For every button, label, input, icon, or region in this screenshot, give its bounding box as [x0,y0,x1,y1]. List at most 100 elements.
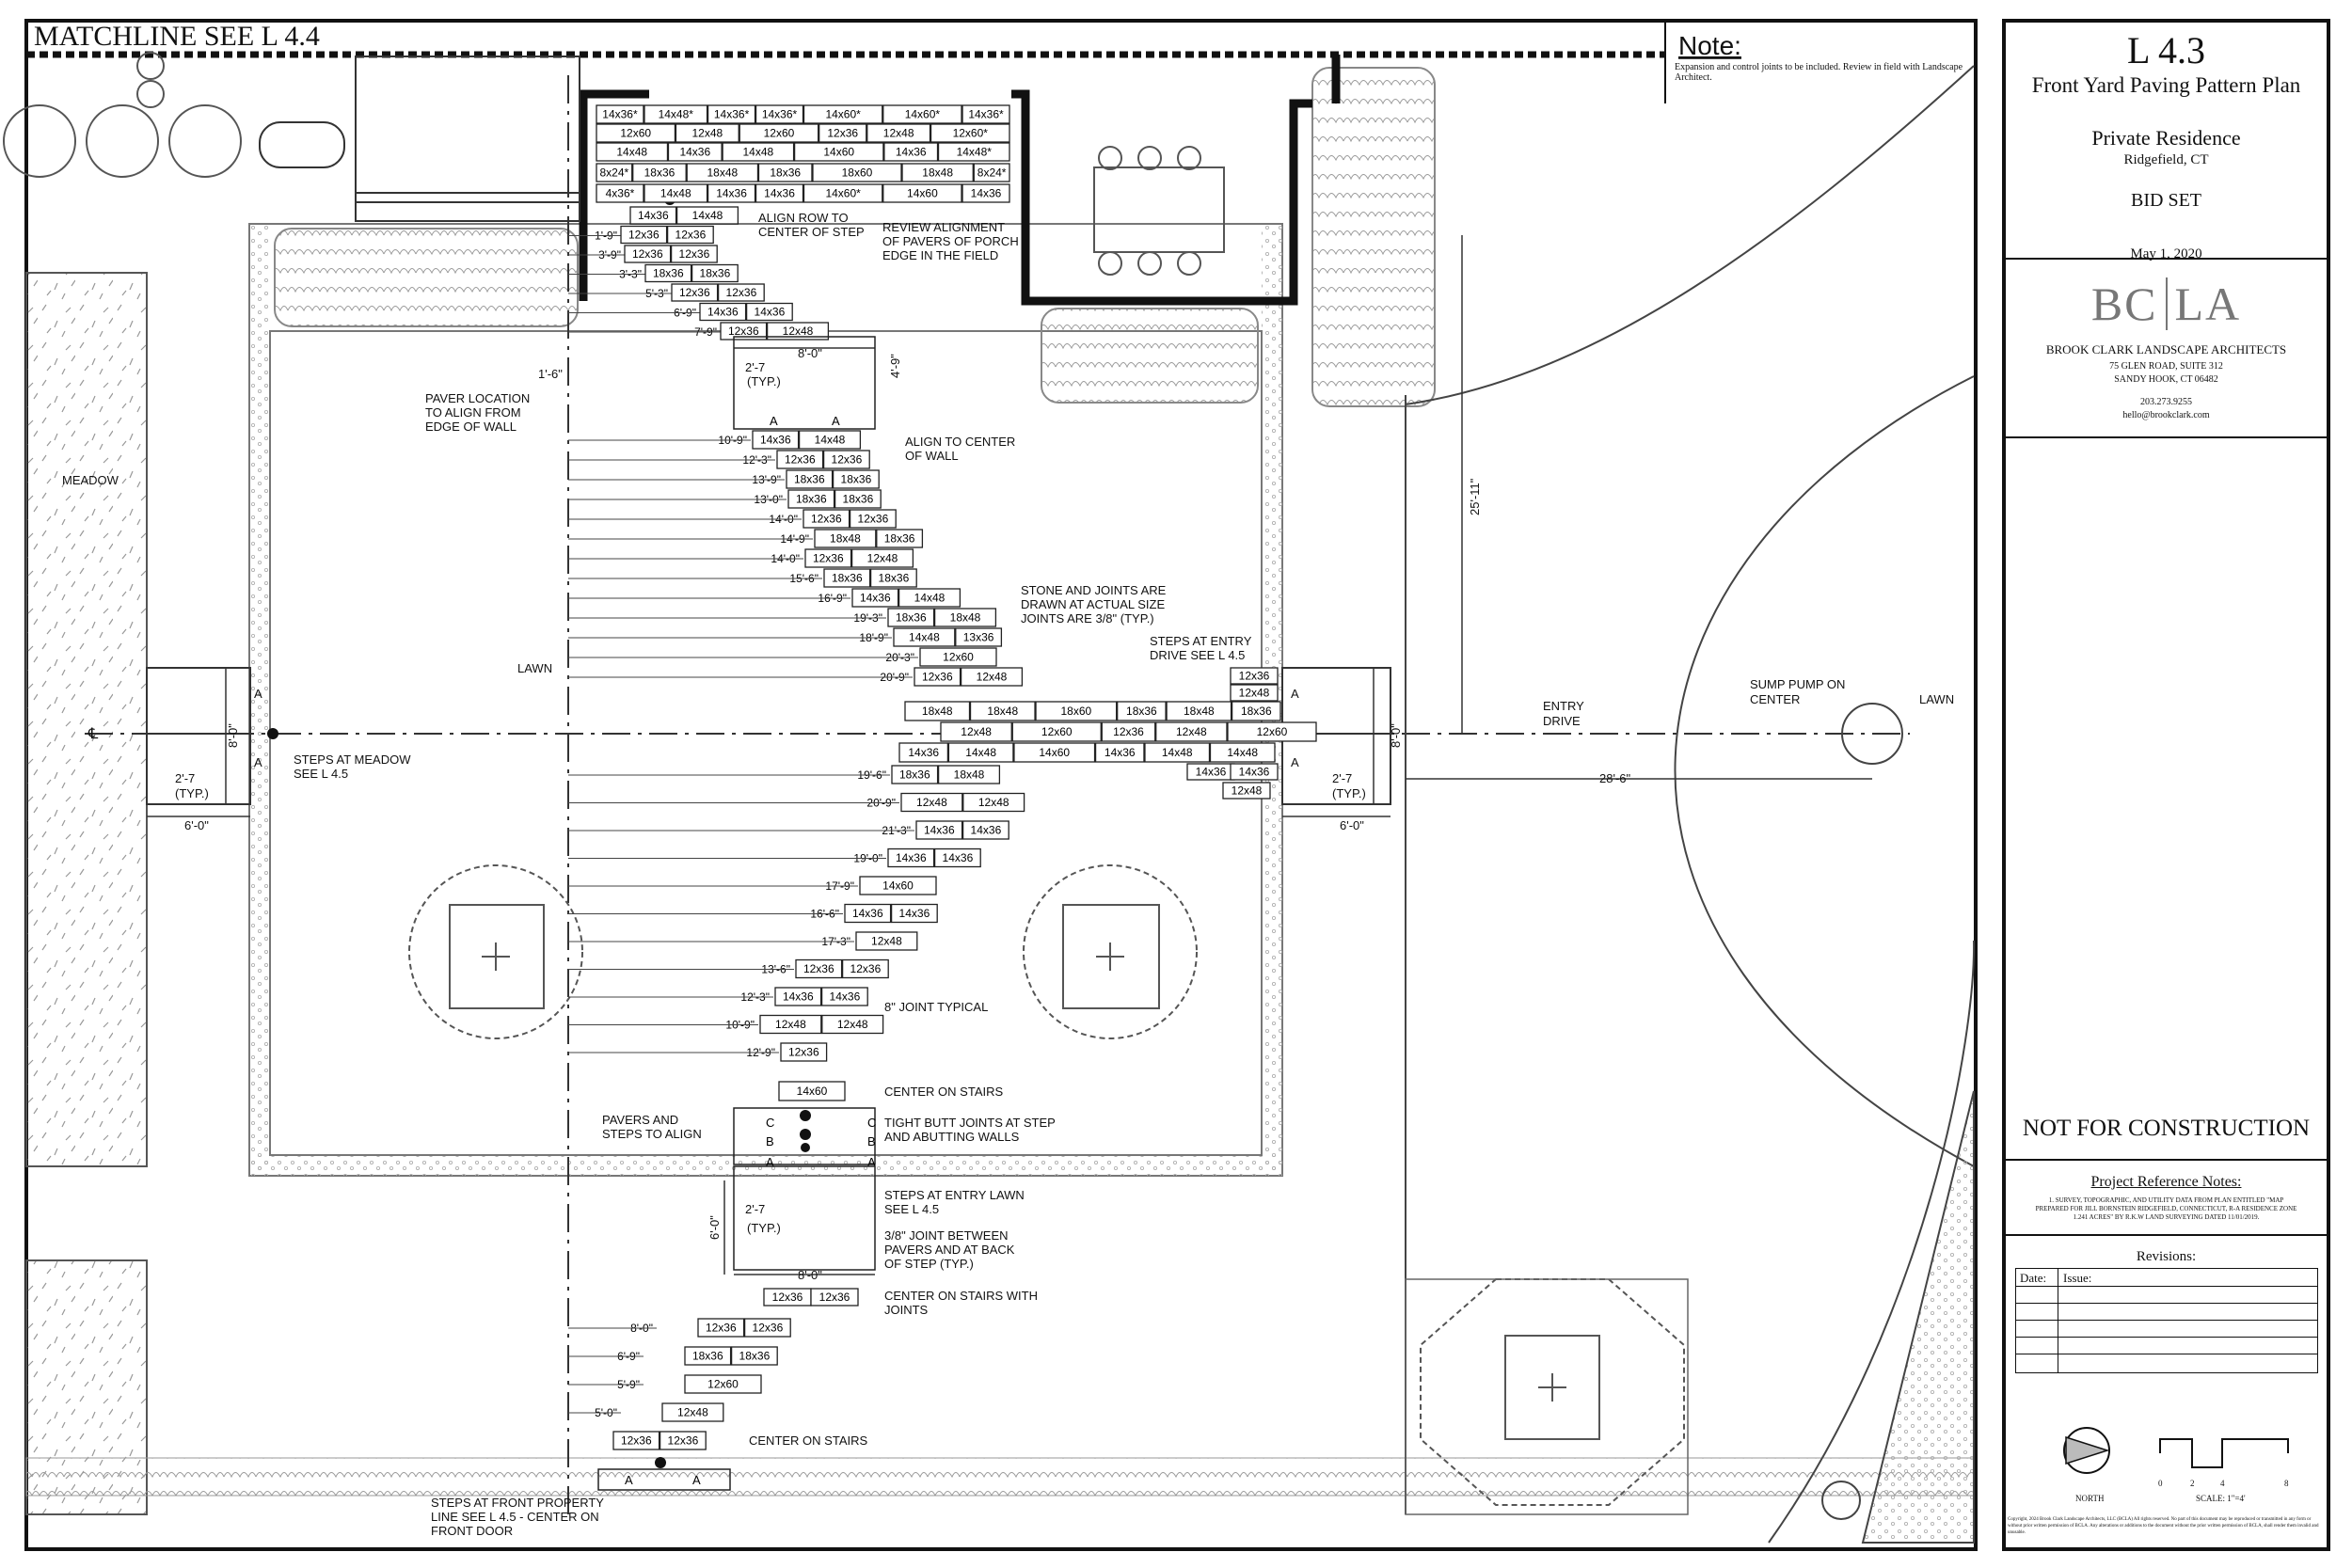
firm-email[interactable]: hello@brookclark.com [2122,410,2210,420]
front-steps-note-3: FRONT DOOR [431,1524,513,1538]
dim-8-top: 8'-0" [798,346,822,360]
paver-size-label: 12x48 [978,796,1009,809]
paver-size-label: 12x36 [621,1434,652,1448]
porch-paver [757,163,813,182]
paver-size-label: 14x36 [716,187,747,200]
shrub-bed [1311,67,1436,407]
paver-size-label: 14x36 [1104,746,1136,759]
paver-size-label: 18x36 [653,267,684,280]
paver-size-label: 12x36 [803,962,834,975]
cross-paver [1094,742,1145,763]
walk-paver [774,987,822,1006]
paver-size-label: 12x36 [706,1322,737,1335]
porch-paver [644,104,708,124]
paver-location-note: PAVER LOCATION [425,391,530,405]
walk-paver [644,263,692,283]
walk-paver [887,847,935,868]
firm-phone: 203.273.9255 [2140,397,2192,407]
porch-paver [930,123,1010,143]
align-row-note-2: CENTER OF STEP [758,225,865,239]
paver-size-label: 18x48 [954,768,985,782]
front-walk-paver [684,1374,762,1394]
porch-paver [793,142,884,162]
reference-notes-text: 1. SURVEY, TOPOGRAPHIC, AND UTILITY DATA… [2035,1196,2297,1221]
porch-paver [882,104,962,124]
svg-text:2: 2 [2190,1479,2195,1488]
entry-lawn-steps-lower [733,1165,876,1271]
lawn-steps-note-2: SEE L 4.5 [884,1202,939,1216]
paver-size-label: 12x48 [871,935,902,948]
paver-size-label: 14x48 [1227,746,1258,759]
paver-size-label: 14x36 [860,592,891,605]
dim-typ-top: (TYP.) [747,374,781,388]
walk-paver [820,987,868,1006]
firm-name: BROOK CLARK LANDSCAPE ARCHITECTS [2045,342,2287,356]
paver-size-label: 12x48 [883,127,914,140]
walk-paver [821,1014,884,1035]
paver-size-label: 13x36 [963,631,994,644]
meadow-steps-note-2: SEE L 4.5 [294,767,348,781]
paver-size-label: 12x48 [783,325,814,338]
paver-size-label: 18x36 [899,768,930,782]
walk-paver [798,430,862,450]
porch-paver [901,163,974,182]
paver-size-label: 14x36 [707,306,739,319]
walk-paver [876,529,924,548]
step-letter: A [766,1155,774,1169]
paver-size-label: 12x36 [679,286,710,299]
paver-size-label: 8x24* [600,166,629,180]
walk-paver [699,302,747,322]
paver-size-label: 14x36 [899,907,930,920]
front-walk-paver [697,1318,745,1338]
lawn-label-right: LAWN [1919,692,1954,706]
paver-size-label: 18x48 [922,705,953,718]
cross-paver [904,701,971,721]
cross-paver [1101,721,1156,742]
paver-size-label: 12x36 [827,127,858,140]
shrub-bed [1041,308,1259,404]
cross-paver [1166,701,1232,721]
house-walls [579,55,1341,306]
paver-size-label: 14x48* [659,108,694,121]
cross-paver [1035,701,1118,721]
joint-note-2: PAVERS AND AT BACK [884,1243,1015,1257]
paver-size-label: 12x60* [953,127,989,140]
paver-size-label: 14x36 [638,209,669,222]
paver-size-label: 18x36 [770,166,801,180]
paver-size-label: 18x36 [884,532,915,546]
paver-size-label: 14x36 [908,746,939,759]
dim-8-bottom: 8'-0" [798,1268,822,1282]
paver-size-label: 14x60 [882,879,914,893]
svg-text:A: A [254,687,262,701]
porch-paver [866,123,931,143]
center-joints-note: CENTER ON STAIRS WITH [884,1289,1038,1303]
front-walk-paver [684,1346,732,1366]
paver-size-label: 14x60 [797,1085,828,1098]
porch-paver [686,163,759,182]
paver-size-label: 14x36 [1239,766,1270,779]
paver-size-label: 18x60 [1061,705,1092,718]
joint-note: 3/8" JOINT BETWEEN [884,1228,1009,1243]
cross-paver [1155,721,1228,742]
porch-paver [675,123,739,143]
paver-size-label: 12x60 [1041,725,1073,738]
walk-paver [620,225,668,245]
walk-paver [803,509,850,529]
porch-paver [961,104,1010,124]
svg-text:A: A [1291,687,1299,701]
paver-size-label: 18x36 [794,473,825,486]
entry-lawn-steps [733,1107,876,1165]
paver-size-label: 12x36 [753,1322,784,1335]
lawn-label-left: LAWN [517,661,552,675]
walk-paver [893,627,956,647]
copyright-text: Copyright, 2024 Brook Clark Landscape Ar… [2008,1517,2319,1535]
paver-size-label: 12x48 [867,552,898,565]
stone-note-2: DRAWN AT ACTUAL SIZE [1021,597,1165,611]
meadow-area [25,272,148,1167]
sump-label-2: CENTER [1750,692,1800,706]
porch-paver [882,183,962,203]
walk-paver [787,489,835,509]
paver-size-label: 14x36* [968,108,1004,121]
paver-size-label: 14x36 [1196,766,1227,779]
paver-size-label: 18x36 [739,1350,771,1363]
